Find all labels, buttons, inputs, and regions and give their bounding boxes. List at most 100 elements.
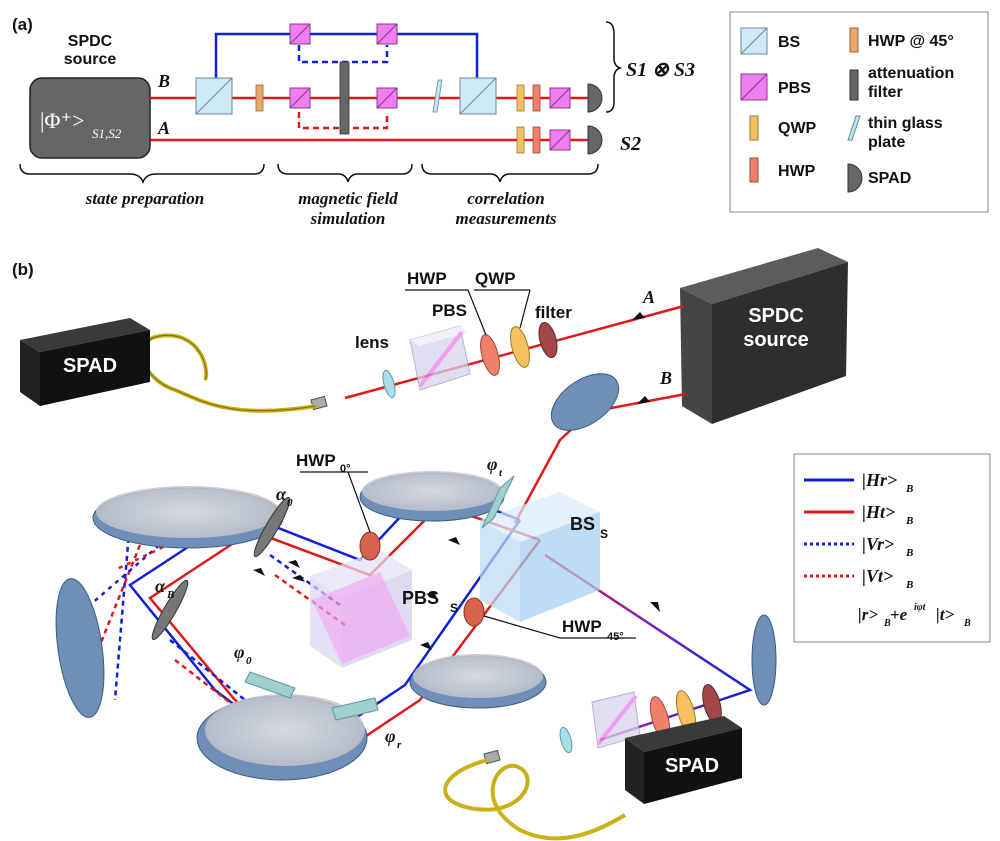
label-alpha0: α bbox=[276, 484, 287, 504]
section-magnetic-1: magnetic field bbox=[298, 189, 398, 208]
output-s1-s3: S1 ⊗ S3 bbox=[626, 59, 695, 81]
qwp-top bbox=[516, 84, 525, 112]
hwp45-plate bbox=[463, 597, 485, 627]
brace-state-prep bbox=[19, 163, 265, 185]
beamsplitter-1 bbox=[195, 77, 233, 115]
spdc-source-label-b: SPDC bbox=[748, 305, 804, 327]
mirror-left bbox=[55, 578, 105, 718]
legend-ht-label: |Ht> bbox=[862, 502, 895, 522]
pbs-meas-bottom bbox=[549, 129, 571, 151]
beam-b-label-a: B bbox=[157, 71, 170, 91]
legend-qwp-icon bbox=[749, 115, 759, 141]
spad-bottom-a bbox=[587, 125, 603, 155]
attenuation-filter-a bbox=[339, 61, 350, 135]
hwp45-plate-a bbox=[255, 84, 264, 112]
label-phi0: φ bbox=[234, 642, 245, 662]
label-alphaB: α bbox=[155, 576, 166, 596]
legend-glass-label-2: plate bbox=[868, 134, 905, 151]
mirror-top-center bbox=[359, 471, 505, 522]
section-correlation-1: correlation bbox=[467, 189, 544, 208]
label-hwp0-sub: 0° bbox=[340, 463, 351, 475]
legend-glass-icon bbox=[847, 115, 861, 141]
legend-filter-icon bbox=[849, 69, 859, 101]
label-phir: φ bbox=[385, 726, 396, 746]
label-phi0-sub: 0 bbox=[246, 655, 252, 667]
label-pbs-s-sub: S bbox=[450, 601, 458, 615]
spad-top-label: SPAD bbox=[63, 355, 117, 377]
beam-legend-vr: |Vr> B bbox=[804, 534, 913, 559]
brace-correlation bbox=[421, 163, 599, 183]
label-bs-s: BS bbox=[570, 514, 595, 534]
mirror-center-bottom bbox=[409, 654, 547, 709]
label-phit-sub: t bbox=[499, 467, 503, 479]
pbs-top-left bbox=[289, 23, 311, 45]
mirror-b-input bbox=[550, 373, 620, 431]
beam-a-label-a: A bbox=[157, 118, 170, 138]
legend-vr-sub: B bbox=[905, 547, 913, 559]
beam-blue-dashed bbox=[297, 45, 389, 64]
beam-legend-mixed: |r> B +e iφt |t> B bbox=[804, 602, 971, 629]
legend-bs-icon bbox=[740, 27, 768, 55]
legend-mixed-sup: iφt bbox=[914, 602, 927, 613]
legend-spad-icon bbox=[847, 163, 863, 193]
beam-blue-upper bbox=[214, 32, 479, 82]
section-state-preparation: state preparation bbox=[85, 189, 205, 208]
thin-glass-plate-a bbox=[432, 79, 443, 113]
legend-filter-label-2: filter bbox=[868, 84, 903, 101]
qwp-top-b bbox=[510, 326, 530, 368]
spdc-source-label-a-2: source bbox=[64, 51, 117, 68]
spad-top-a bbox=[587, 83, 603, 113]
legend-mixed-t: |t> bbox=[936, 605, 954, 624]
bs-s-cube bbox=[480, 492, 600, 622]
spad-bottom-block: SPAD bbox=[625, 716, 742, 804]
legend-vr-label: |Vr> bbox=[862, 534, 894, 554]
label-phit: φ bbox=[487, 454, 498, 474]
section-correlation-2: measurements bbox=[455, 209, 556, 228]
panel-a: (a) SPDC source |Φ⁺> S1,S2 B A bbox=[12, 15, 695, 228]
hwp-bottom bbox=[532, 126, 541, 154]
section-magnetic-2: simulation bbox=[310, 209, 386, 228]
legend-mixed-sub1: B bbox=[883, 618, 891, 629]
phi0-plate bbox=[244, 671, 296, 699]
mirror-top-left bbox=[92, 486, 284, 549]
label-alphaB-sub: B bbox=[166, 589, 174, 601]
beam-legend: |Hr> B |Ht> B |Vr> B |Vt> B |r> B +e iφt… bbox=[793, 453, 991, 643]
pbs-top-b bbox=[409, 325, 471, 391]
legend-hr-label: |Hr> bbox=[862, 470, 897, 490]
legend-ht-sub: B bbox=[905, 515, 913, 527]
output-brace bbox=[605, 21, 623, 113]
mirror-right bbox=[751, 614, 777, 706]
legend-mixed-e: +e bbox=[890, 605, 908, 624]
alpha0-attenuator bbox=[253, 496, 291, 558]
legend-qwp-label: QWP bbox=[778, 120, 817, 137]
legend-bs-label: BS bbox=[778, 34, 801, 51]
fiber-bottom bbox=[443, 758, 627, 841]
label-hwp-top: HWP bbox=[407, 269, 447, 288]
legend-hwp45-icon bbox=[849, 27, 859, 53]
legend-mixed-r: |r> bbox=[858, 605, 878, 624]
legend-mixed-sub2: B bbox=[963, 618, 971, 629]
legend-glass-label: thin glass bbox=[868, 115, 943, 132]
legend-hwp45-label: HWP @ 45° bbox=[868, 33, 954, 50]
component-legend: BS HWP @ 45° PBS attenuation filter QWP … bbox=[729, 11, 989, 213]
legend-spad-label: SPAD bbox=[868, 170, 911, 187]
legend-filter-label: attenuation bbox=[868, 65, 954, 82]
filter-top bbox=[538, 321, 558, 359]
beamsplitter-2 bbox=[459, 77, 497, 115]
panel-b-label: (b) bbox=[12, 260, 34, 279]
phit-plate bbox=[481, 475, 515, 529]
legend-hr-sub: B bbox=[905, 483, 913, 495]
label-hwp0: HWP bbox=[296, 451, 336, 470]
pbs-mid-right bbox=[376, 87, 398, 109]
mirror-bottom bbox=[196, 694, 368, 781]
arrow-a bbox=[632, 312, 645, 320]
label-bs-s-sub: S bbox=[600, 527, 608, 541]
legend-pbs-label: PBS bbox=[778, 80, 811, 97]
hwp-top-b bbox=[480, 334, 500, 376]
brace-magnetic bbox=[277, 163, 413, 183]
spdc-source-label-a: SPDC bbox=[68, 33, 113, 50]
beam-b-label-b: B bbox=[659, 368, 672, 388]
spad-top-block: SPAD bbox=[20, 318, 150, 406]
fiber-top bbox=[140, 333, 317, 413]
lens-bottom bbox=[559, 726, 573, 754]
